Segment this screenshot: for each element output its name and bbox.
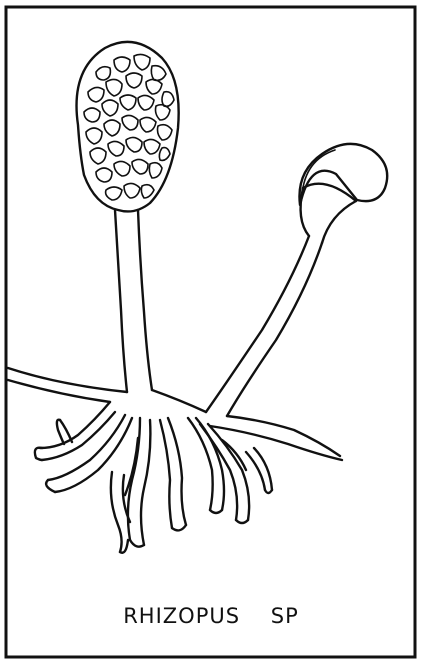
rhizoids — [35, 402, 272, 553]
figure-frame — [6, 7, 415, 657]
spore-cells — [84, 54, 174, 200]
left-sporangiophore — [115, 210, 152, 392]
left-sporangium — [77, 42, 179, 212]
figure-caption: RHIZOPUS SP — [0, 604, 422, 628]
right-sporangium — [299, 144, 387, 243]
right-sporangiophore — [206, 236, 322, 416]
